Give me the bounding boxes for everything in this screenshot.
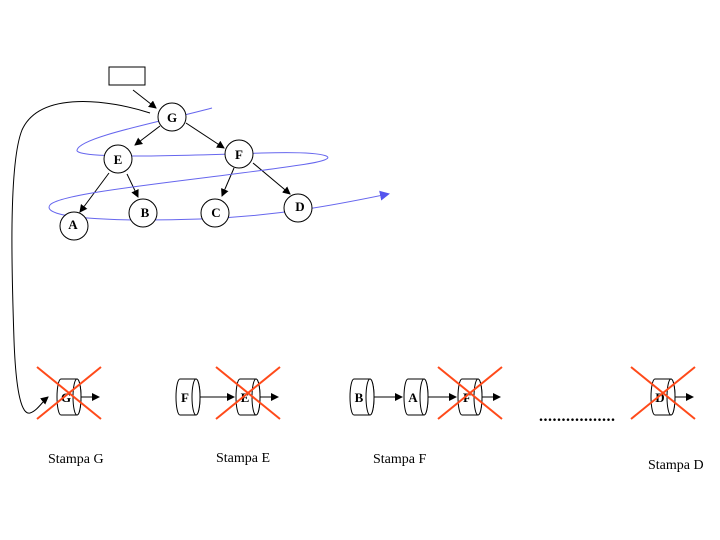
queue-snapshots: G Stampa G F E Stampa E B A F Stampa F D Stampa D: [36, 366, 704, 473]
queue-item: E: [215, 366, 281, 420]
tree-nodes: G E F A B C D: [59, 102, 313, 241]
queue-item: A: [403, 378, 457, 416]
removed-cross-line: [630, 366, 696, 420]
root-pointer-arrow: [132, 89, 157, 109]
queue-caption: Stampa G: [48, 452, 104, 467]
tree-node-a: A: [59, 211, 89, 241]
queue-cylinder-end: [419, 378, 429, 416]
queue-item: G: [36, 366, 102, 420]
root-pointer-box: [108, 66, 146, 86]
node-label: F: [235, 147, 243, 162]
queue-item-label: F: [181, 390, 189, 405]
queue-caption: Stampa E: [216, 451, 270, 466]
root-to-queue-arrow: [11, 101, 151, 414]
tree-node-b: B: [128, 198, 158, 228]
queue-state: F E Stampa E: [175, 366, 281, 466]
node-label: C: [211, 205, 220, 220]
tree-node-c: C: [200, 198, 230, 228]
tree-node-d: D: [283, 193, 313, 223]
tree-node-e: E: [103, 144, 133, 174]
edge-f-d: [252, 162, 291, 195]
queue-state: G Stampa G: [36, 366, 104, 467]
ellipsis: .................: [539, 408, 616, 425]
edge-g-f: [185, 122, 225, 149]
queue-item-label: E: [241, 390, 250, 405]
edge-g-e: [134, 125, 161, 146]
queue-caption: Stampa D: [648, 458, 704, 473]
tree-node-g: G: [157, 102, 187, 132]
queue-caption: Stampa F: [373, 452, 426, 467]
queue-item-label: G: [61, 390, 71, 405]
node-label: A: [68, 217, 78, 232]
queue-item-label: A: [408, 390, 418, 405]
traversal-path: [48, 107, 390, 221]
queue-item: F: [175, 378, 235, 416]
tree-node-f: F: [224, 139, 254, 169]
queue-cylinder-end: [365, 378, 375, 416]
edge-f-c: [221, 167, 235, 197]
node-label: B: [141, 205, 150, 220]
edge-e-b: [126, 173, 139, 198]
node-label: E: [114, 152, 123, 167]
queue-item-label: F: [463, 390, 471, 405]
queue-state: D Stampa D: [630, 366, 704, 473]
node-label: D: [295, 199, 304, 214]
queue-item: B: [349, 378, 403, 416]
removed-cross-line: [36, 366, 102, 420]
queue-item-label: B: [355, 390, 364, 405]
removed-cross-line: [437, 366, 503, 420]
queue-item-label: D: [655, 390, 664, 405]
removed-cross-line: [215, 366, 281, 420]
queue-item: F: [437, 366, 503, 420]
node-label: G: [167, 110, 177, 125]
queue-cylinder-end: [191, 378, 201, 416]
queue-state: B A F Stampa F: [349, 366, 503, 467]
queue-item: D: [630, 366, 696, 420]
